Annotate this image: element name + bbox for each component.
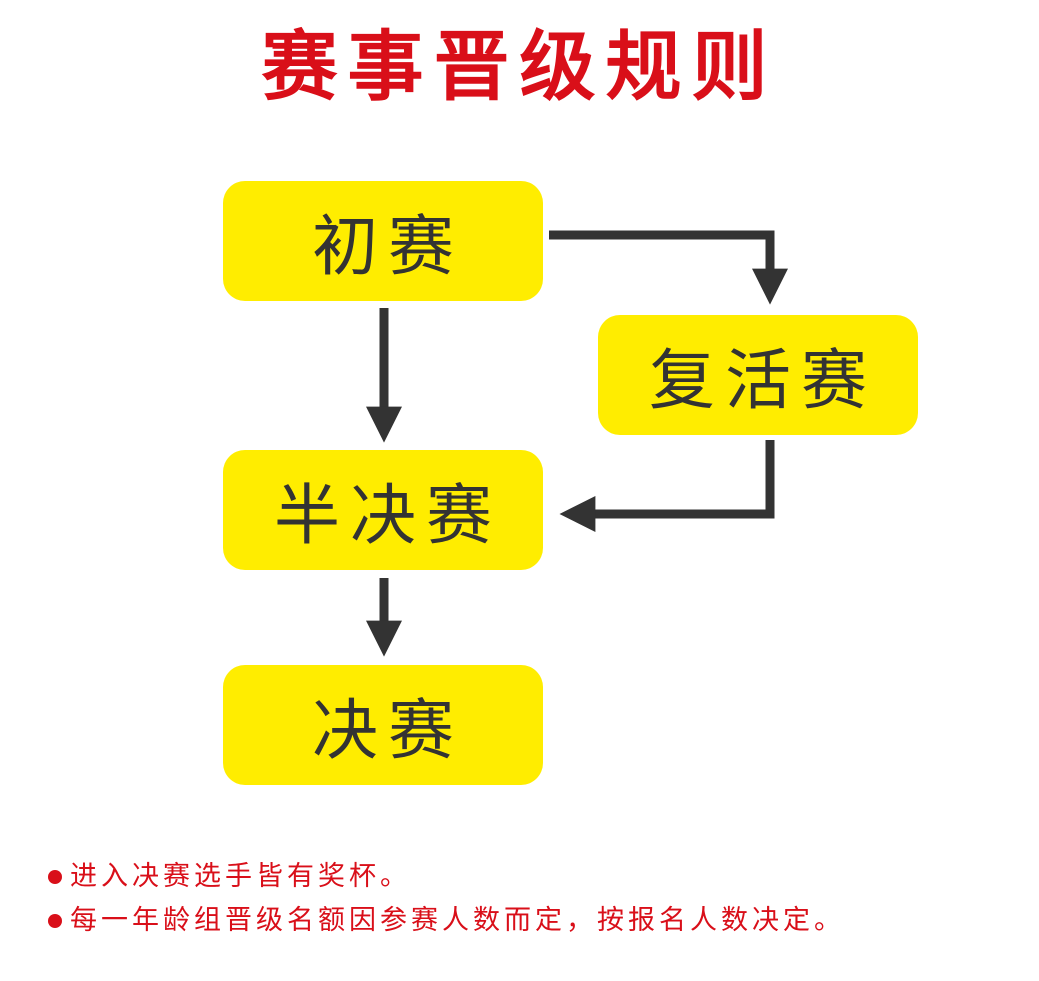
stage-final: 决赛 [223,665,543,785]
stage-repechage-label: 复活赛 [649,342,877,419]
stage-semifinal: 半决赛 [223,450,543,570]
bullet-icon [48,870,62,884]
stage-semifinal-label: 半决赛 [274,477,502,554]
stage-final-label: 决赛 [312,692,464,769]
stage-preliminary: 初赛 [223,181,543,301]
note-text: 每一年龄组晋级名额因参赛人数而定，按报名人数决定。 [70,905,845,936]
bullet-icon [48,914,62,928]
note-item: 进入决赛选手皆有奖杯。 [48,855,845,899]
notes-list: 进入决赛选手皆有奖杯。 每一年龄组晋级名额因参赛人数而定，按报名人数决定。 [48,855,845,943]
note-text: 进入决赛选手皆有奖杯。 [70,861,411,892]
arrow-repechage-to-semifinal [559,440,775,532]
arrow-preliminary-to-repechage [549,230,788,305]
stage-preliminary-label: 初赛 [312,208,464,285]
page-title: 赛事晋级规则 [261,22,778,111]
stage-repechage: 复活赛 [598,315,918,435]
note-item: 每一年龄组晋级名额因参赛人数而定，按报名人数决定。 [48,899,845,943]
